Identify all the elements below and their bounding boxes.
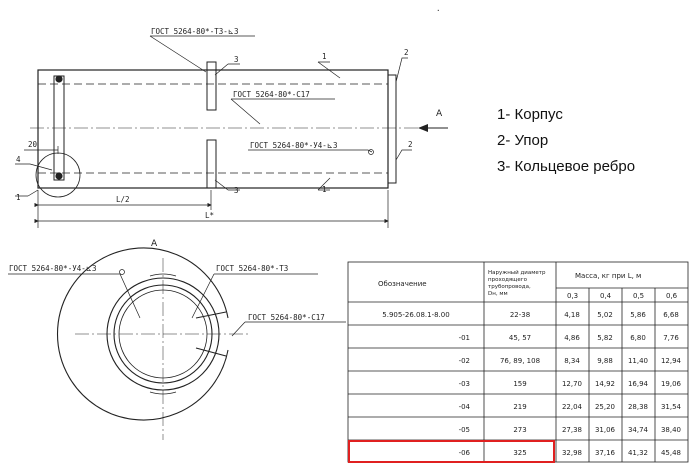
end-stop (387, 74, 397, 184)
ring-rib-top (206, 61, 217, 111)
header-l-0: 0,3 (567, 292, 578, 300)
section-view-a (56, 247, 251, 440)
row-mass: 6,80 (630, 334, 646, 342)
header-l-2: 0,5 (633, 292, 644, 300)
body-outline (37, 69, 389, 189)
callout-1-left: 1 (16, 193, 21, 202)
header-l-3: 0,6 (666, 292, 678, 300)
dim-half-label: L/2 (116, 195, 130, 204)
row-diameter: 325 (513, 449, 526, 457)
header-l-1: 0,4 (600, 292, 612, 300)
legend-item-body: 1- Корпус (497, 106, 563, 123)
row-designation: -02 (459, 357, 470, 365)
row-mass: 22,04 (562, 403, 583, 411)
row-designation: -06 (459, 449, 471, 457)
row-mass: 5,86 (630, 311, 646, 319)
callout-2-bottom: 2 (408, 140, 413, 149)
section-view-leaders (8, 269, 346, 337)
ring-rib-bottom (206, 139, 217, 189)
section-annotation-c17: ГОСТ 5264-80*-С17 (248, 313, 325, 322)
header-designation: Обозначение (378, 280, 427, 288)
annotation-t3: ГОСТ 5264-80*-Т3-⊾3 (151, 27, 239, 36)
legend-item-stop: 2- Упор (497, 132, 549, 149)
row-designation: 5.905-26.08.1-8.00 (382, 311, 449, 319)
row-mass: 5,02 (597, 311, 613, 319)
top-view-leaders (15, 35, 412, 197)
mass-table (347, 261, 689, 463)
row-diameter: 219 (513, 403, 526, 411)
dimension-lines (24, 146, 389, 228)
callout-1-bottom: 1 (322, 185, 327, 194)
row-designation: -05 (459, 426, 470, 434)
header-mass: Масса, кг при L, м (575, 272, 641, 280)
row-mass: 37,16 (595, 449, 616, 457)
row-designation: -01 (459, 334, 470, 342)
section-annotation-u4: ГОСТ 5264-80*-У4-⊾3 (9, 264, 97, 273)
left-stop-weld-bottom (55, 172, 63, 180)
row-mass: 45,48 (661, 449, 681, 457)
row-mass: 34,74 (628, 426, 649, 434)
section-annotation-t3: ГОСТ 5264-80*-Т3 (216, 264, 288, 273)
row-mass: 25,20 (595, 403, 615, 411)
row-mass: 11,40 (628, 357, 648, 365)
table-body: 5.905-26.08.1-8.00 22-38 4,18 5,02 5,86 6,68 -… (382, 311, 681, 457)
row-mass: 14,92 (595, 380, 615, 388)
left-stop-weld-top (55, 75, 63, 83)
callout-3-top: 3 (234, 55, 239, 64)
row-diameter: 273 (513, 426, 526, 434)
row-mass: 19,06 (661, 380, 682, 388)
row-mass: 31,54 (661, 403, 682, 411)
arrow-a-label: A (436, 109, 443, 119)
legend-item-rib: 3- Кольцевое ребро (497, 158, 636, 175)
row-mass: 27,38 (562, 426, 582, 434)
row-diameter: 45, 57 (509, 334, 531, 342)
callout-3-bottom: 3 (234, 186, 239, 195)
corner-mark: · (436, 6, 441, 15)
row-mass: 5,82 (597, 334, 613, 342)
dim-20-label: 20 (28, 140, 38, 149)
row-mass: 4,18 (564, 311, 580, 319)
row-diameter: 159 (513, 380, 526, 388)
row-diameter: 22-38 (510, 311, 530, 319)
sleeve-longitudinal-view (30, 61, 420, 198)
row-mass: 31,06 (595, 426, 616, 434)
callout-4: 4 (16, 155, 21, 164)
row-mass: 7,76 (663, 334, 679, 342)
row-mass: 16,94 (628, 380, 649, 388)
row-mass: 12,70 (562, 380, 582, 388)
row-designation: -03 (459, 380, 470, 388)
view-arrow-a (418, 124, 448, 132)
row-mass: 28,38 (628, 403, 648, 411)
row-designation: -04 (459, 403, 471, 411)
parts-legend: 1- Корпус 2- Упор 3- Кольцевое ребро (497, 102, 635, 180)
row-mass: 12,94 (661, 357, 682, 365)
section-title: А (151, 239, 158, 249)
annotation-u4: ГОСТ 5264-80*-У4-⊾3 (250, 141, 338, 150)
row-mass: 38,40 (661, 426, 681, 434)
annotation-c17: ГОСТ 5264-80*-С17 (233, 90, 310, 99)
callout-1-top: 1 (322, 52, 327, 61)
row-mass: 4,86 (564, 334, 580, 342)
header-diameter: Наружный диаметр проходящего трубопровод… (488, 269, 547, 297)
row-mass: 6,68 (663, 311, 679, 319)
row-mass: 41,32 (628, 449, 648, 457)
highlight-row-06 (348, 440, 555, 463)
row-mass: 8,34 (564, 357, 580, 365)
row-diameter: 76, 89, 108 (500, 357, 540, 365)
row-mass: 9,88 (597, 357, 613, 365)
row-mass: 32,98 (562, 449, 582, 457)
callout-2-top: 2 (404, 48, 409, 57)
dim-l-label: L* (205, 211, 214, 220)
